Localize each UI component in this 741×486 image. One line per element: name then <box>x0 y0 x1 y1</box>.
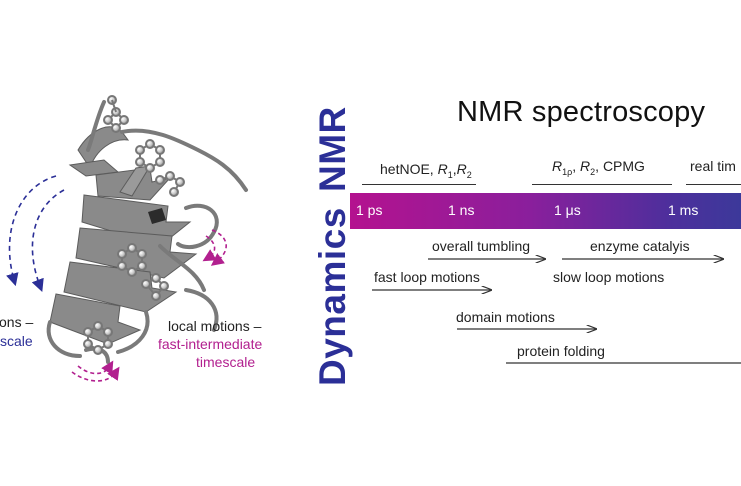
dashed-arc-arrow-icon <box>71 229 227 382</box>
technique-range-line <box>686 184 741 185</box>
technique-range-line <box>532 184 672 185</box>
technique-suffix: , CPMG <box>595 158 645 174</box>
protein-ribbon-icon <box>6 95 248 382</box>
motion-fast-loop: fast loop motions <box>374 269 480 285</box>
motion-domain: domain motions <box>456 309 555 325</box>
motion-overall-tumbling: overall tumbling <box>432 238 531 254</box>
side-chains <box>83 95 185 355</box>
dark-residue <box>148 208 166 224</box>
technique-range-line <box>362 184 476 185</box>
motion-protein-folding: protein folding <box>517 343 605 359</box>
technique-prefix: hetNOE, <box>380 161 438 177</box>
global-motions-label: tions – <box>0 314 34 330</box>
r-subscript: 2 <box>466 169 472 180</box>
technique-comma: , <box>452 161 457 177</box>
r-symbol: R <box>437 161 448 177</box>
local-timescale-label-1: fast-intermediate <box>158 336 263 352</box>
motion-slow-loop: slow loop motions <box>553 269 665 285</box>
ribbon-loops <box>46 100 248 364</box>
local-motions-label: local motions – <box>168 318 262 334</box>
tick-1ps: 1 ps <box>356 202 383 218</box>
technique-cpmg: R1ρ, R2, CPMG <box>552 158 645 177</box>
technique-realtime: real tim <box>690 158 736 174</box>
local-timescale-label-2: timescale <box>196 354 256 370</box>
page-title: NMR spectroscopy <box>457 96 706 128</box>
tick-1ms: 1 ms <box>668 202 699 218</box>
r-symbol: R <box>580 158 591 174</box>
motion-enzyme-catalysis: enzyme catalyis <box>590 238 690 254</box>
tick-1us: 1 μs <box>554 202 581 218</box>
r-subscript: 1 <box>447 169 453 180</box>
r-symbol: R <box>552 158 563 174</box>
ribbon-strands <box>49 126 198 345</box>
r-subscript: 2 <box>590 166 596 177</box>
r-symbol: R <box>456 161 467 177</box>
r-subscript: 1ρ <box>562 166 573 177</box>
global-timescale-label: scale <box>0 333 33 349</box>
timescale-bar: 1 ps 1 ns 1 μs 1 ms <box>350 193 741 229</box>
technique-relaxation: hetNOE, R1,R2 <box>380 161 472 180</box>
technique-comma: , <box>572 158 581 174</box>
dashed-arc-arrow-icon <box>6 175 65 292</box>
tick-1ns: 1 ns <box>448 202 475 218</box>
